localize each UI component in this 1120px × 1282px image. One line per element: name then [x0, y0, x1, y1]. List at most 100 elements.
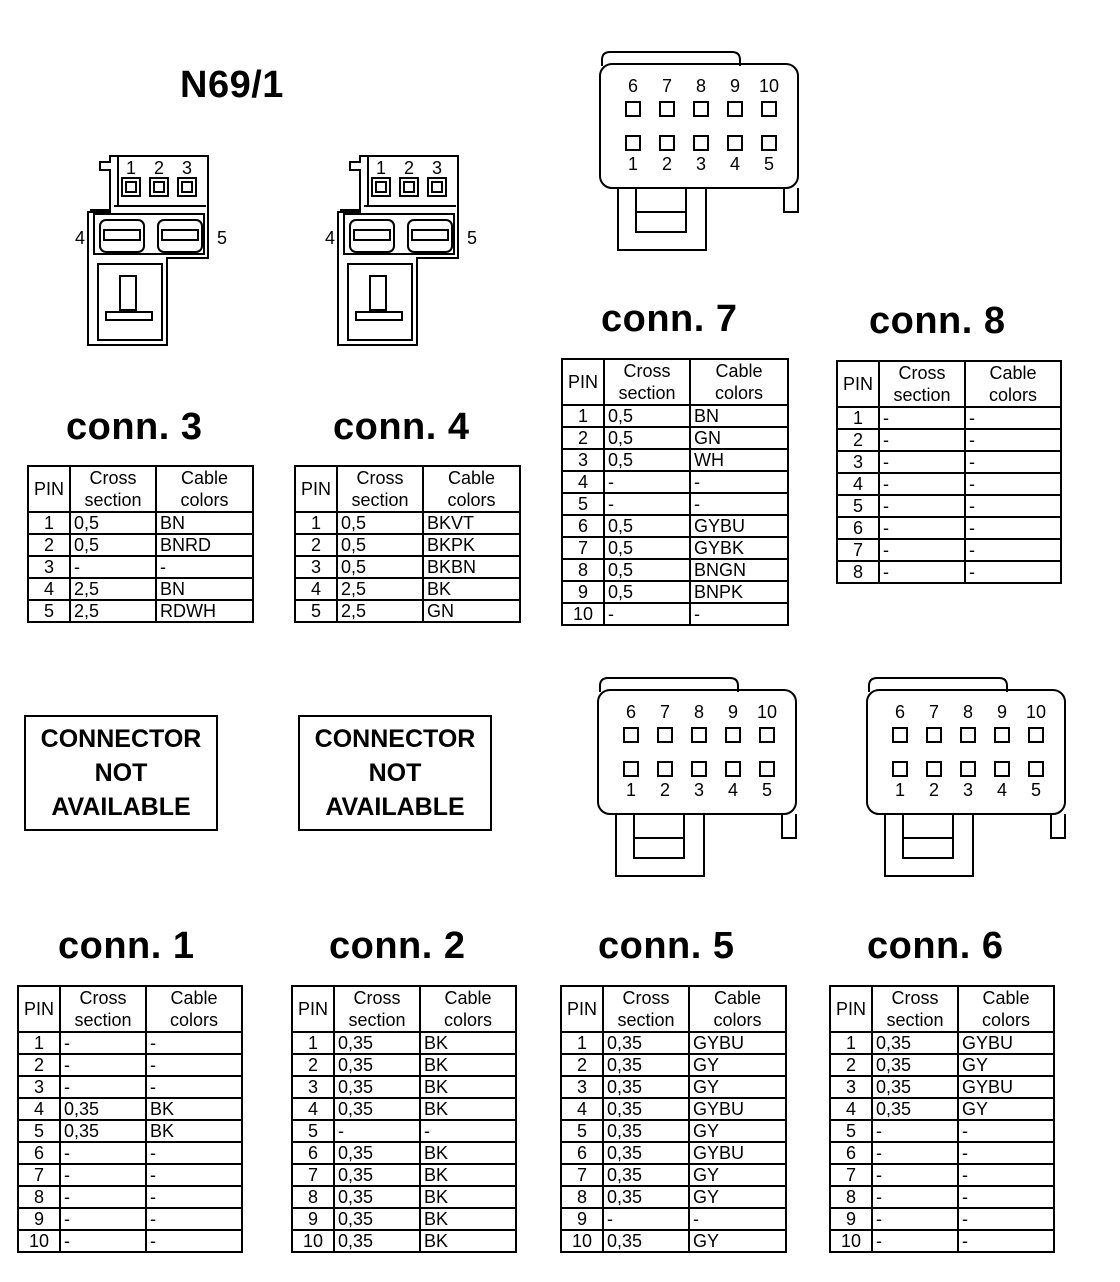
cable-color-value: -	[419, 1119, 517, 1143]
column-header-cable-colors: Cable colors	[422, 465, 521, 513]
pin-number: 3	[561, 448, 605, 472]
cable-color-value: BK	[419, 1207, 517, 1231]
pin-slot	[625, 135, 641, 151]
column-header-pin: PIN	[17, 985, 61, 1033]
cross-section-value: 0,5	[336, 555, 424, 579]
pin-slot	[892, 727, 908, 743]
table-row: 6--	[829, 1141, 1055, 1165]
table-row: 1--	[836, 406, 1062, 430]
cross-section-value: 0,5	[336, 511, 424, 535]
pin-number: 8	[561, 558, 605, 582]
pin-slot	[892, 761, 908, 777]
pin-slot	[623, 761, 639, 777]
pin-number: 3	[294, 555, 338, 579]
pin-label: 4	[997, 780, 1007, 800]
pin-label: 3	[963, 780, 973, 800]
cross-section-value: -	[871, 1207, 959, 1231]
cable-color-value: BK	[419, 1053, 517, 1077]
pin-number: 3	[291, 1075, 335, 1099]
connector-side-tab	[783, 188, 799, 213]
connector-housing-outline	[337, 155, 459, 346]
pin-number: 3	[27, 555, 71, 579]
pin-label: 9	[730, 76, 740, 96]
pin-slot	[693, 135, 709, 151]
table-row: 9--	[560, 1207, 787, 1231]
pin-number: 10	[560, 1229, 604, 1253]
pin-number: 4	[836, 472, 880, 496]
cross-section-value: 0,35	[333, 1185, 421, 1209]
cable-color-value: -	[964, 538, 1062, 562]
cross-section-value: 0,35	[333, 1229, 421, 1253]
pin-number: 3	[17, 1075, 61, 1099]
connector-housing-outline	[866, 689, 1066, 815]
pin-number: 8	[829, 1185, 873, 1209]
cable-color-value: -	[957, 1141, 1055, 1165]
pin-number: 2	[291, 1053, 335, 1077]
cable-color-value: BK	[422, 577, 521, 601]
conn7-title: conn. 7	[601, 298, 738, 340]
cross-section-value: -	[871, 1141, 959, 1165]
column-header-pin: PIN	[294, 465, 338, 513]
connector-inner-frame	[343, 213, 455, 255]
pin-label: 10	[759, 76, 779, 96]
connector-latch-frame	[97, 263, 163, 341]
pin-label: 10	[1026, 702, 1046, 722]
pin-number: 2	[294, 533, 338, 557]
cable-color-value: GYBU	[688, 1031, 787, 1055]
table-row: 5--	[836, 494, 1062, 518]
pin-slot	[994, 761, 1010, 777]
power-pin-blade	[411, 229, 449, 241]
pin-slot	[691, 761, 707, 777]
pin-label: 5	[1031, 780, 1041, 800]
cross-section-value: 0,35	[871, 1031, 959, 1055]
cable-color-value: BK	[419, 1163, 517, 1187]
pin-label: 5	[467, 228, 477, 248]
connector-latch	[633, 814, 685, 859]
cross-section-value: 0,35	[602, 1097, 690, 1121]
cable-color-value: -	[145, 1141, 243, 1165]
pin-number: 5	[829, 1119, 873, 1143]
pin-number: 4	[291, 1097, 335, 1121]
cross-section-value: -	[878, 406, 966, 430]
pin-slot	[759, 761, 775, 777]
cross-section-value: -	[871, 1229, 959, 1253]
cross-section-value: -	[602, 1207, 690, 1231]
cable-color-value: BK	[419, 1229, 517, 1253]
pin-number: 7	[291, 1163, 335, 1187]
column-header-pin: PIN	[27, 465, 71, 513]
cable-color-value: GY	[688, 1229, 787, 1253]
pin-number: 7	[560, 1163, 604, 1187]
table-row: 6--	[17, 1141, 243, 1165]
cable-color-value: -	[964, 406, 1062, 430]
connector-latch	[902, 814, 954, 859]
pin-slot-inner	[431, 181, 443, 193]
pin-number: 6	[17, 1141, 61, 1165]
cable-color-value: BK	[419, 1075, 517, 1099]
cable-color-value: BK	[145, 1119, 243, 1143]
pin-slot	[725, 761, 741, 777]
cable-color-value: BKVT	[422, 511, 521, 535]
cross-section-value: -	[603, 602, 691, 626]
cross-section-value: 0,35	[871, 1053, 959, 1077]
table-row: 9--	[17, 1207, 243, 1231]
cross-section-value: -	[59, 1031, 147, 1055]
table-row: 7--	[829, 1163, 1055, 1187]
cross-section-value: 0,5	[336, 533, 424, 557]
cross-section-value: 0,35	[602, 1119, 690, 1143]
table-row: 2--	[17, 1053, 243, 1077]
cable-color-value: -	[957, 1119, 1055, 1143]
